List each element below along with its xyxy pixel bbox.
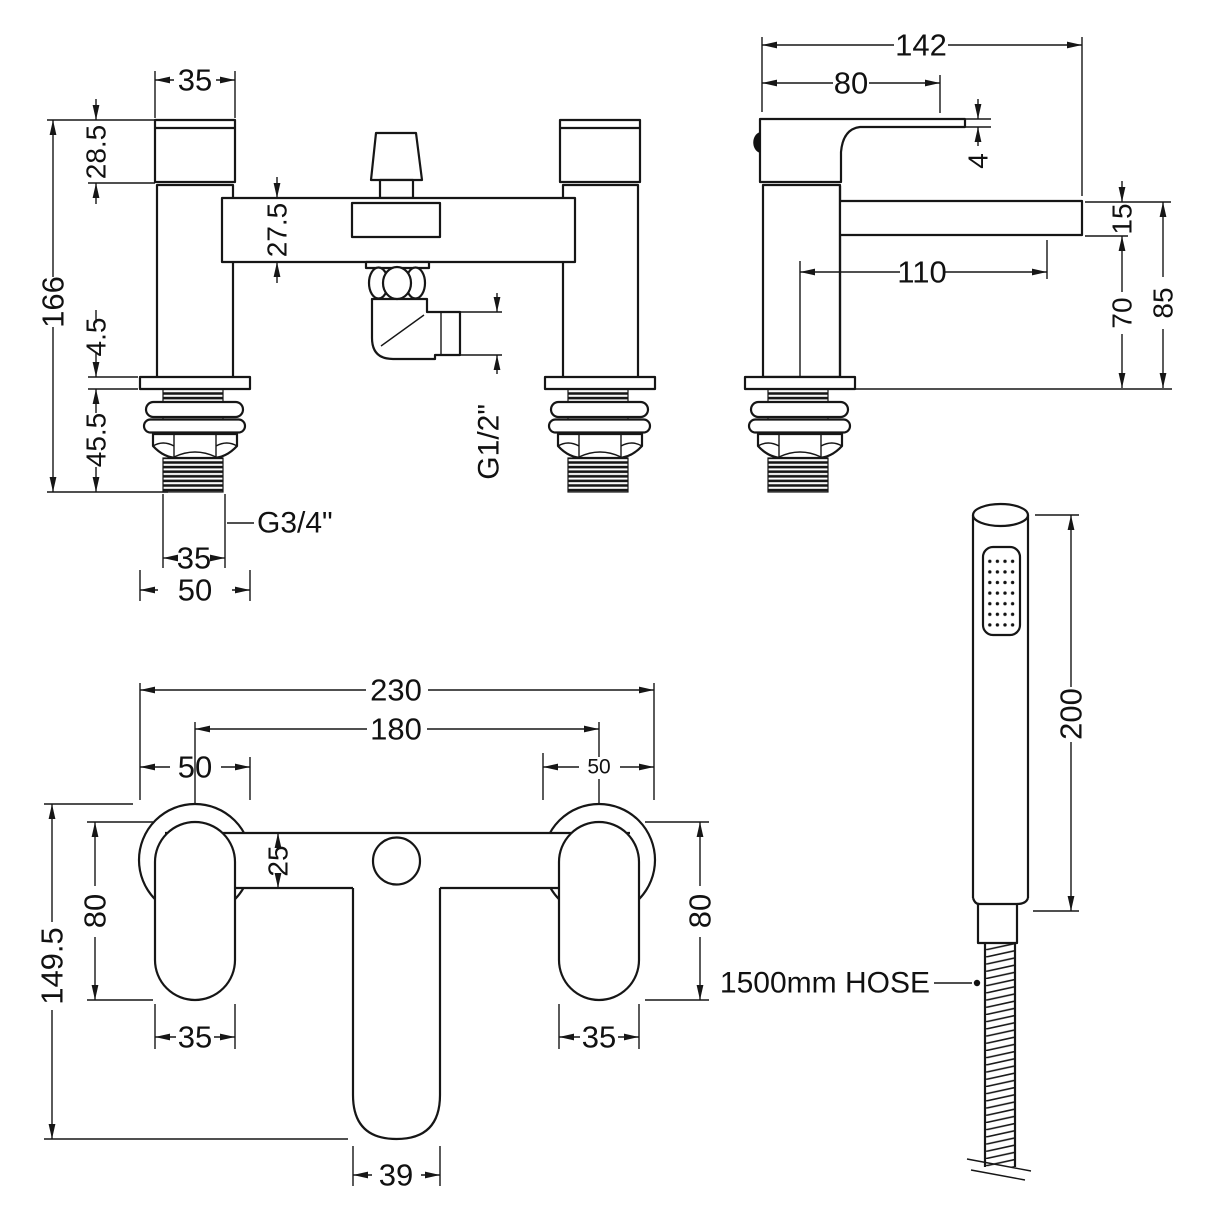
side-view: 142 80 4 110 15 70 85 [743, 28, 1179, 494]
right-handle [558, 118, 642, 184]
dim-side-handle-depth: 80 [834, 66, 868, 101]
side-pillar [761, 183, 842, 379]
dim-plan-flange-left: 50 [178, 750, 212, 785]
dim-plan-total-width: 230 [370, 673, 422, 708]
diverter-knob [369, 131, 424, 182]
dim-front-handle-height: 28.5 [81, 125, 112, 180]
dim-plan-handle-length-right: 80 [683, 894, 718, 928]
dim-front-tail-length: 45.5 [81, 413, 112, 468]
handset-view: 200 1500mm HOSE [720, 502, 1089, 1181]
left-handle-plan [153, 820, 237, 1002]
dim-plan-handle-width-left: 35 [178, 1020, 212, 1055]
dim-plan-spout-width: 39 [379, 1158, 413, 1193]
label-hose: 1500mm HOSE [720, 967, 930, 1000]
body-plate [350, 201, 442, 239]
dim-side-lever-tip: 4 [963, 153, 994, 169]
side-handle-lever [758, 117, 967, 184]
plan-view: 230 180 50 50 25 80 80 35 35 [35, 673, 718, 1193]
label-front-inlet-thread: G3/4" [257, 507, 333, 540]
dim-side-spout-height: 15 [1107, 203, 1138, 234]
dim-front-tail-width: 35 [177, 541, 211, 576]
plan-dimensions: 230 180 50 50 25 80 80 35 35 [35, 673, 718, 1193]
hose-ribs [985, 943, 1015, 1167]
handset-dimensions: 200 1500mm HOSE [720, 514, 1089, 1000]
dim-front-flange-width: 50 [178, 573, 212, 608]
hose-leader-dot [973, 979, 981, 987]
dim-plan-handle-width-right: 35 [582, 1020, 616, 1055]
spray-plate [981, 545, 1022, 637]
dim-plan-body-depth: 25 [263, 845, 294, 876]
extension-lines [47, 71, 502, 601]
dim-front-body-height: 27.5 [262, 203, 293, 258]
dim-side-spout-reach: 110 [897, 255, 946, 290]
front-dimensions: 35 28.5 27.5 166 4.5 45.5 35 50 G3/4" [36, 63, 506, 608]
elbow-bend-line [380, 314, 425, 347]
coupling-nut-facet [381, 265, 413, 301]
side-dimensions: 142 80 4 110 15 70 85 [761, 28, 1179, 388]
dim-side-total-depth: 142 [895, 28, 947, 63]
dim-side-spout-top: 85 [1148, 287, 1179, 318]
left-handle [153, 118, 237, 184]
extension-lines [44, 683, 709, 1186]
front-view: 35 28.5 27.5 166 4.5 45.5 35 50 G3/4" [36, 63, 657, 608]
dim-handset-length: 200 [1054, 688, 1089, 740]
label-front-outlet-thread: G1/2" [473, 404, 506, 480]
side-spout [840, 199, 1084, 237]
dim-plan-handle-length-left: 80 [78, 894, 113, 928]
dim-front-top-width: 35 [178, 63, 212, 98]
spray-nozzles [986, 556, 1016, 630]
right-handle-plan [557, 820, 641, 1002]
hose-connector [976, 902, 1019, 945]
handset-top [971, 502, 1030, 528]
dim-plan-centres: 180 [370, 712, 422, 747]
diverter-stem [378, 178, 415, 200]
dim-front-deck-plate: 4.5 [81, 318, 112, 357]
dim-plan-depth: 149.5 [35, 927, 70, 1005]
handle-indicator-dot [753, 132, 760, 153]
dim-plan-flange-right: 50 [587, 756, 610, 779]
spout-plan [351, 888, 442, 1141]
dim-side-under-spout: 70 [1107, 297, 1138, 328]
dim-front-total-height: 166 [36, 276, 71, 328]
hose-break-lines [966, 1158, 1032, 1181]
diverter-plan [371, 836, 422, 886]
